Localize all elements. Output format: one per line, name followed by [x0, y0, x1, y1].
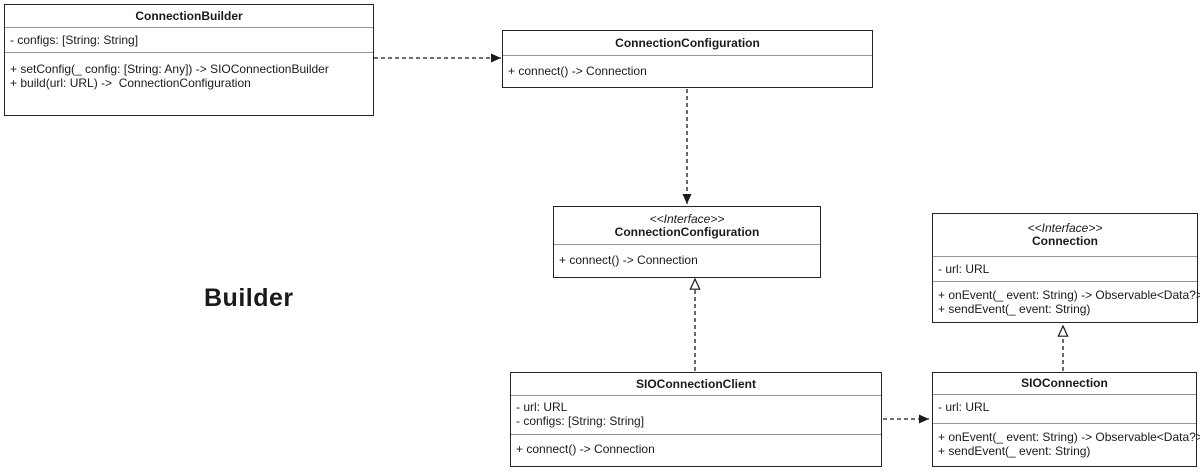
- methods-section: + connect() -> Connection: [503, 55, 872, 87]
- attributes-section: - url: URL - configs: [String: String]: [511, 395, 881, 434]
- interface-stereotype: <<Interface>>: [649, 211, 725, 226]
- class-box-sio-connection: SIOConnection - url: URL + onEvent(_ eve…: [932, 372, 1200, 467]
- method-line: + connect() -> Connection: [508, 64, 647, 78]
- interface-box-connection-configuration: <<Interface>> ConnectionConfiguration + …: [553, 206, 821, 278]
- class-name-connection-builder: ConnectionBuilder: [135, 8, 243, 23]
- methods-section: + onEvent(_ event: String) -> Observable…: [933, 281, 1200, 322]
- attribute-line: - configs: [String: String]: [516, 414, 645, 428]
- method-line: + connect() -> Connection: [516, 442, 655, 456]
- class-name-connection-configuration: ConnectionConfiguration: [615, 35, 760, 50]
- attribute-line: - url: URL: [938, 262, 990, 276]
- diagram-label-builder: Builder: [204, 284, 294, 312]
- class-box-connection-configuration: ConnectionConfiguration + connect() -> C…: [502, 30, 873, 88]
- methods-section: + onEvent(_ event: String) -> Observable…: [933, 423, 1200, 466]
- attributes-section: - configs: [String: String]: [5, 27, 373, 52]
- method-line: + sendEvent(_ event: String): [938, 444, 1091, 458]
- attributes-section: - url: URL: [933, 256, 1197, 281]
- attribute-line: - url: URL: [516, 400, 568, 414]
- class-box-connection-builder: ConnectionBuilder - configs: [String: St…: [4, 4, 374, 116]
- interface-name-connection-configuration: ConnectionConfiguration: [614, 224, 760, 239]
- method-line: + onEvent(_ event: String) -> Observable…: [938, 288, 1200, 302]
- attribute-line: - configs: [String: String]: [10, 33, 139, 47]
- method-line: + build(url: URL) -> ConnectionConfigura…: [10, 76, 251, 90]
- class-box-sio-connection-client: SIOConnectionClient - url: URL - configs…: [510, 372, 882, 467]
- interface-title: <<Interface>> ConnectionConfiguration: [554, 207, 820, 244]
- attributes-section: - url: URL: [933, 394, 1196, 423]
- method-line: + setConfig(_ config: [String: Any]) -> …: [10, 62, 329, 76]
- interface-name-connection: Connection: [1032, 234, 1098, 248]
- attribute-line: - url: URL: [938, 400, 990, 414]
- class-name-sio-connection: SIOConnection: [1021, 376, 1108, 390]
- methods-section: + connect() -> Connection: [511, 434, 881, 466]
- interface-title: <<Interface>> Connection: [933, 214, 1197, 256]
- interface-box-connection: <<Interface>> Connection - url: URL + on…: [932, 213, 1200, 323]
- methods-section: + setConfig(_ config: [String: Any]) -> …: [5, 52, 373, 115]
- method-line: + connect() -> Connection: [559, 253, 698, 267]
- interface-stereotype: <<Interface>>: [1027, 221, 1103, 235]
- method-line: + sendEvent(_ event: String): [938, 302, 1091, 316]
- class-name-sio-connection-client: SIOConnectionClient: [636, 376, 756, 391]
- methods-section: + connect() -> Connection: [554, 244, 820, 277]
- method-line: + onEvent(_ event: String) -> Observable…: [938, 430, 1200, 444]
